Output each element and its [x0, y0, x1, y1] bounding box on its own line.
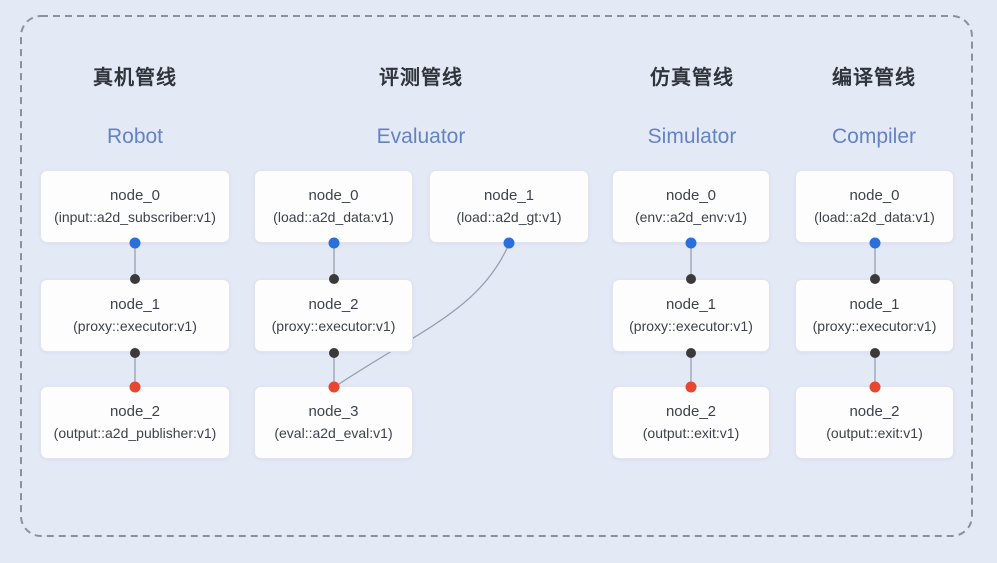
compiler-node-2: node_2 (output::exit:v1)	[795, 386, 954, 459]
node-name: node_0	[849, 187, 900, 204]
node-type: (proxy::executor:v1)	[271, 318, 396, 334]
node-type: (eval::a2d_eval:v1)	[274, 425, 393, 441]
compiler-node-0: node_0 (load::a2d_data:v1)	[795, 170, 954, 243]
node-type: (load::a2d_gt:v1)	[456, 209, 562, 225]
node-name: node_1	[109, 296, 161, 313]
node-type: (proxy::executor:v1)	[812, 318, 937, 334]
node-name: node_2	[109, 403, 161, 420]
robot-node-2: node_2 (output::a2d_publisher:v1)	[40, 386, 230, 459]
simulator-node-0: node_0 (env::a2d_env:v1)	[612, 170, 770, 243]
evaluator-node-1: node_1 (load::a2d_gt:v1)	[429, 170, 589, 243]
evaluator-node-2: node_2 (proxy::executor:v1)	[254, 279, 413, 352]
node-name: node_1	[483, 187, 535, 204]
robot-node-1: node_1 (proxy::executor:v1)	[40, 279, 230, 352]
node-type: (load::a2d_data:v1)	[273, 209, 394, 225]
node-name: node_2	[665, 403, 717, 420]
simulator-node-1: node_1 (proxy::executor:v1)	[612, 279, 770, 352]
node-type: (output::exit:v1)	[826, 425, 923, 441]
evaluator-node-0: node_0 (load::a2d_data:v1)	[254, 170, 413, 243]
node-name: node_0	[109, 187, 161, 204]
node-type: (proxy::executor:v1)	[73, 318, 197, 334]
robot-node-0: node_0 (input::a2d_subscriber:v1)	[40, 170, 230, 243]
evaluator-node-3: node_3 (eval::a2d_eval:v1)	[254, 386, 413, 459]
compiler-node-1: node_1 (proxy::executor:v1)	[795, 279, 954, 352]
node-name: node_0	[665, 187, 717, 204]
simulator-node-2: node_2 (output::exit:v1)	[612, 386, 770, 459]
node-type: (input::a2d_subscriber:v1)	[54, 209, 216, 225]
node-name: node_1	[665, 296, 717, 313]
node-type: (output::a2d_publisher:v1)	[53, 425, 217, 441]
node-name: node_2	[308, 296, 359, 313]
node-type: (env::a2d_env:v1)	[634, 209, 748, 225]
node-type: (output::exit:v1)	[642, 425, 740, 441]
node-name: node_0	[308, 187, 359, 204]
node-name: node_1	[849, 296, 900, 313]
node-name: node_3	[308, 403, 359, 420]
node-type: (load::a2d_data:v1)	[814, 209, 935, 225]
node-type: (proxy::executor:v1)	[629, 318, 753, 334]
node-name: node_2	[849, 403, 900, 420]
